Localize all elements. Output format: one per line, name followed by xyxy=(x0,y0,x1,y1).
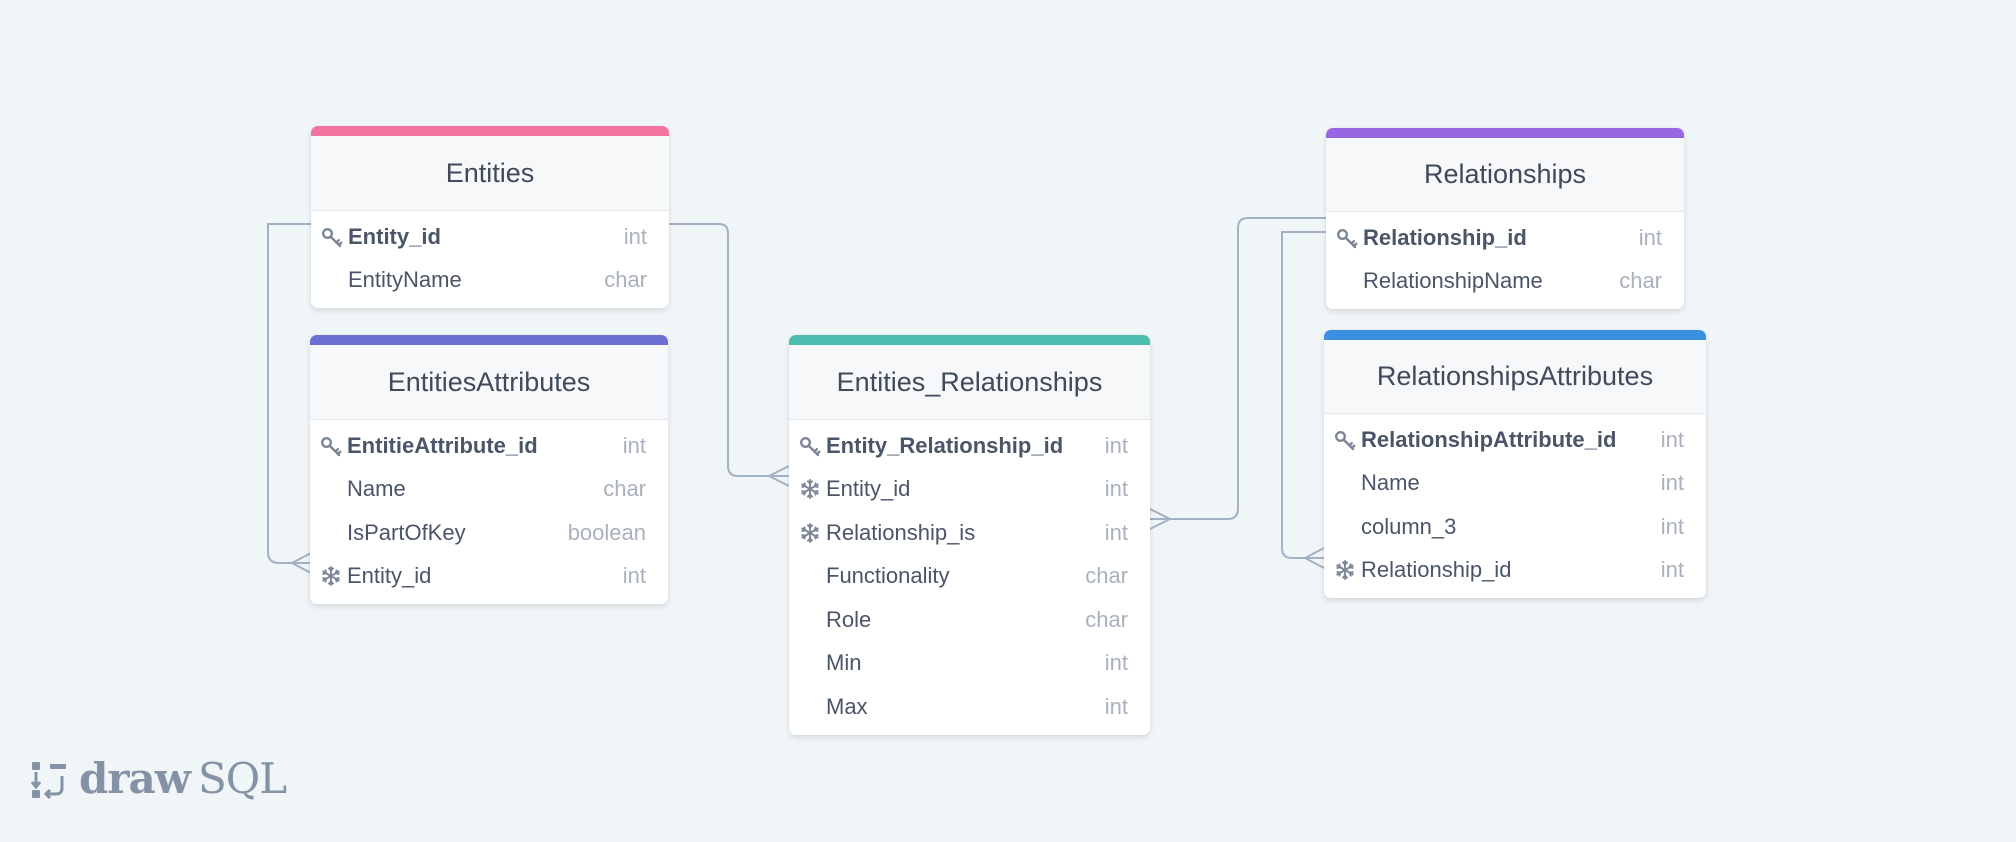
column-name: RelationshipAttribute_id xyxy=(1361,426,1617,452)
connector-relationships-to-relationshipsattributes xyxy=(1281,231,1326,559)
table-accent xyxy=(789,335,1150,345)
column-type: int xyxy=(1660,426,1684,452)
column-type: int xyxy=(1104,693,1128,719)
column-type: int xyxy=(1660,470,1684,496)
table-row[interactable]: Name int xyxy=(1324,462,1706,506)
column-type: int xyxy=(1104,519,1128,545)
drawsql-logo-icon xyxy=(30,762,66,800)
table-row[interactable]: Min int xyxy=(789,642,1150,686)
table-row[interactable]: Name char xyxy=(310,468,668,512)
column-type: int xyxy=(1104,432,1128,458)
connector-relationships-to-entities-relationships xyxy=(1150,217,1326,520)
column-type: int xyxy=(1638,224,1662,250)
logo-text-draw: draw xyxy=(79,754,191,803)
key-icon xyxy=(1334,430,1356,450)
key-icon xyxy=(320,436,342,456)
column-type: int xyxy=(622,563,646,589)
table-title[interactable]: Relationships xyxy=(1326,138,1684,212)
table-row[interactable]: Relationship_is int xyxy=(789,511,1150,555)
connector-entities-to-entities-relationships xyxy=(669,223,789,477)
table-title[interactable]: Entities_Relationships xyxy=(789,345,1150,420)
snowflake-icon xyxy=(322,566,340,587)
column-type: int xyxy=(1104,476,1128,502)
table-row[interactable]: RelationshipAttribute_id int xyxy=(1324,418,1706,462)
table-row[interactable]: Entity_id int xyxy=(789,468,1150,512)
column-type: boolean xyxy=(567,519,646,545)
column-type: char xyxy=(604,267,647,293)
column-name: Entity_id xyxy=(826,476,911,502)
table-accent xyxy=(1326,128,1684,138)
table-row[interactable]: EntityName char xyxy=(311,259,669,303)
column-name: EntitieAttribute_id xyxy=(347,432,538,458)
column-name: Min xyxy=(826,650,862,676)
column-type: int xyxy=(1660,513,1684,539)
column-name: Max xyxy=(826,693,868,719)
table-row[interactable]: Relationship_id int xyxy=(1326,216,1684,260)
column-name: Relationship_is xyxy=(826,519,976,545)
column-name: Role xyxy=(826,606,872,632)
table-row[interactable]: RelationshipName char xyxy=(1326,260,1684,304)
crowsfoot-entitiesattributes xyxy=(291,552,312,574)
column-type: char xyxy=(1085,606,1128,632)
logo-text-sql: SQL xyxy=(198,754,287,803)
column-type: char xyxy=(1085,563,1128,589)
column-type: int xyxy=(1660,557,1684,583)
connector-entities-to-entitiesattributes xyxy=(267,223,311,564)
column-type: char xyxy=(1619,268,1662,294)
table-row[interactable]: EntitieAttribute_id int xyxy=(310,424,668,468)
snowflake-icon xyxy=(801,479,819,500)
key-icon xyxy=(1336,228,1358,248)
column-type: int xyxy=(622,432,646,458)
table-title[interactable]: EntitiesAttributes xyxy=(310,345,668,420)
table-row[interactable]: Entity_id int xyxy=(310,555,668,599)
table-title[interactable]: Entities xyxy=(311,136,669,211)
table-row[interactable]: Relationship_id int xyxy=(1324,549,1706,593)
table-row[interactable]: Entity_Relationship_id int xyxy=(789,424,1150,468)
column-name: IsPartOfKey xyxy=(347,519,466,545)
column-type: int xyxy=(623,223,647,249)
crowsfoot-relationshipsattributes xyxy=(1304,547,1325,569)
column-name: Name xyxy=(1361,470,1420,496)
key-icon xyxy=(799,436,821,456)
column-type: char xyxy=(603,476,646,502)
table-row[interactable]: Max int xyxy=(789,685,1150,729)
table-row[interactable]: column_3 int xyxy=(1324,505,1706,549)
table-row[interactable]: IsPartOfKey boolean xyxy=(310,511,668,555)
key-icon xyxy=(321,227,343,247)
crowsfoot-entities-relationships-relationship xyxy=(1149,508,1171,530)
column-name: EntityName xyxy=(348,267,462,293)
snowflake-icon xyxy=(1336,560,1354,581)
snowflake-icon xyxy=(801,522,819,543)
column-name: Relationship_id xyxy=(1361,557,1512,583)
table-row[interactable]: Role char xyxy=(789,598,1150,642)
column-name: Entity_id xyxy=(348,223,441,249)
table-row[interactable]: Functionality char xyxy=(789,555,1150,599)
table-entities-relationships[interactable]: Entities_Relationships Entity_Relationsh… xyxy=(789,335,1150,735)
column-type: int xyxy=(1104,650,1128,676)
table-accent xyxy=(1324,330,1706,340)
column-name: column_3 xyxy=(1361,513,1457,539)
table-accent xyxy=(311,126,669,136)
table-title[interactable]: RelationshipsAttributes xyxy=(1324,340,1706,414)
column-name: Relationship_id xyxy=(1363,224,1527,250)
column-name: RelationshipName xyxy=(1363,268,1543,294)
column-name: Functionality xyxy=(826,563,950,589)
table-row[interactable]: Entity_id int xyxy=(311,215,669,259)
crowsfoot-entities-relationships-entity xyxy=(768,465,790,487)
column-name: Name xyxy=(347,476,406,502)
table-accent xyxy=(310,335,668,345)
column-name: Entity_id xyxy=(347,563,432,589)
table-relationshipsattributes[interactable]: RelationshipsAttributes RelationshipAttr… xyxy=(1324,330,1706,598)
column-name: Entity_Relationship_id xyxy=(826,432,1064,458)
